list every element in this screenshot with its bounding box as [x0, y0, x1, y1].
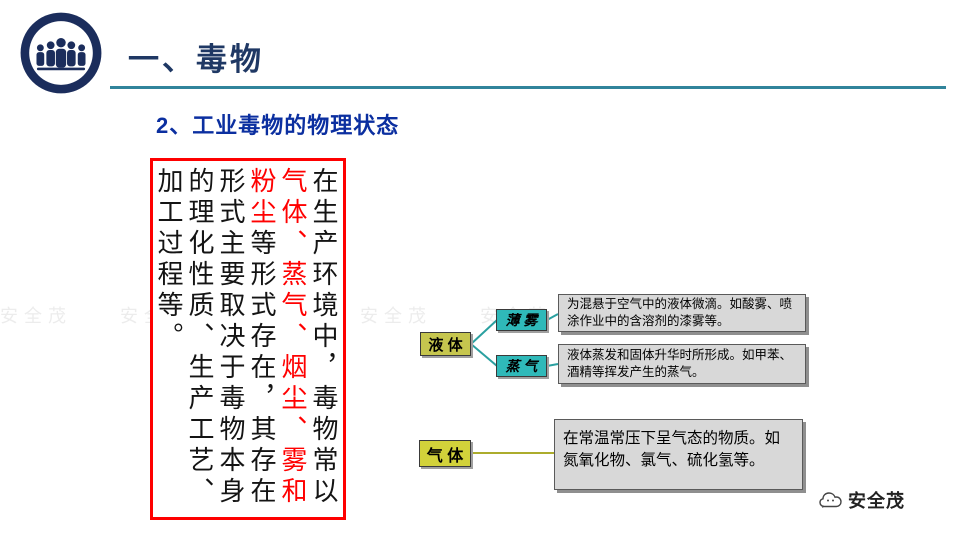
intro-text-box: 在生产环境中，毒物常以气体、蒸气、烟尘、雾和粉尘等形式存在，其存在形式主要取决于… [150, 158, 346, 520]
intro-vertical-text: 在生产环境中，毒物常以气体、蒸气、烟尘、雾和粉尘等形式存在，其存在形式主要取决于… [153, 161, 343, 517]
intro-seg2-highlight: 气体、蒸气、烟尘、雾和粉尘 [247, 167, 308, 508]
brand-name: 安全茂 [848, 491, 905, 511]
page-title: 一、毒物 [128, 42, 264, 77]
brand-footer: 安全茂 [818, 487, 905, 513]
people-circle-icon [20, 12, 102, 94]
node-vapor: 蒸 气 [496, 355, 547, 377]
node-gas: 气 体 [419, 440, 471, 467]
intro-seg3: 等形式存在，其存在形式主要取决于毒物本身的理化性质、生产工艺、加工过程等。 [154, 167, 277, 508]
organization-logo [18, 10, 104, 96]
mist-description-box: 为混悬于空气中的液体微滴。如酸雾、喷涂作业中的含溶剂的漆雾等。 [558, 294, 806, 332]
section-subtitle: 2、工业毒物的物理状态 [156, 113, 400, 138]
gas-description-box: 在常温常压下呈气态的物质。如氮氧化物、氯气、硫化氢等。 [554, 419, 803, 490]
title-divider [110, 86, 946, 89]
vapor-description-box: 液体蒸发和固体升华时所形成。如甲苯、酒精等挥发产生的蒸气。 [558, 344, 806, 384]
intro-seg1: 在生产环境中，毒物常以 [309, 167, 339, 508]
node-mist: 薄 雾 [496, 309, 547, 331]
watermark: 安全茂 安全茂 安全茂 安全茂 安全茂 安全茂 安全茂 [0, 306, 792, 326]
cloud-logo-icon [819, 492, 842, 508]
node-liquid: 液 体 [420, 332, 471, 356]
